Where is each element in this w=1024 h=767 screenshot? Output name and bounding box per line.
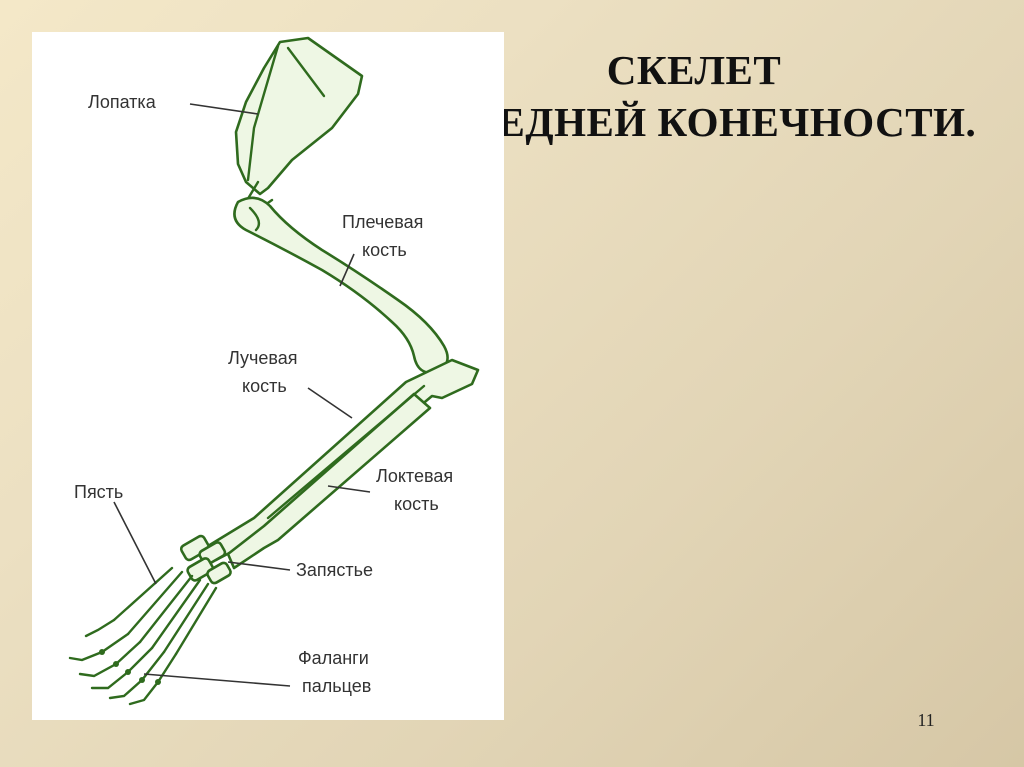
page-number: 11 xyxy=(906,710,946,731)
forelimb-skeleton-figure: Лопатка Плечевая кость Лучевая кость Лок… xyxy=(32,32,504,720)
label-ulna-line-2: кость xyxy=(394,494,439,514)
label-phalanges-line-2: пальцев xyxy=(302,676,371,696)
label-humerus-line-2: кость xyxy=(362,240,407,260)
label-scapula: Лопатка xyxy=(88,92,157,112)
label-phalanges-line-1: Фаланги xyxy=(298,648,369,668)
label-radius-line-2: кость xyxy=(242,376,287,396)
label-carpus: Запястье xyxy=(296,560,373,580)
phalanges-leader-line xyxy=(144,674,290,686)
label-humerus-line-1: Плечевая xyxy=(342,212,423,232)
label-ulna-line-1: Локтевая xyxy=(376,466,453,486)
label-metacarpus: Пясть xyxy=(74,482,123,502)
forelimb-skeleton-diagram: Лопатка Плечевая кость Лучевая кость Лок… xyxy=(32,32,504,720)
scapula-bone xyxy=(236,38,362,210)
phalanges-bones xyxy=(70,620,176,704)
metacarpus-bones xyxy=(114,568,216,654)
label-radius-line-1: Лучевая xyxy=(228,348,298,368)
radius-leader-line xyxy=(308,388,352,418)
metacarpus-leader-line xyxy=(114,502,156,584)
